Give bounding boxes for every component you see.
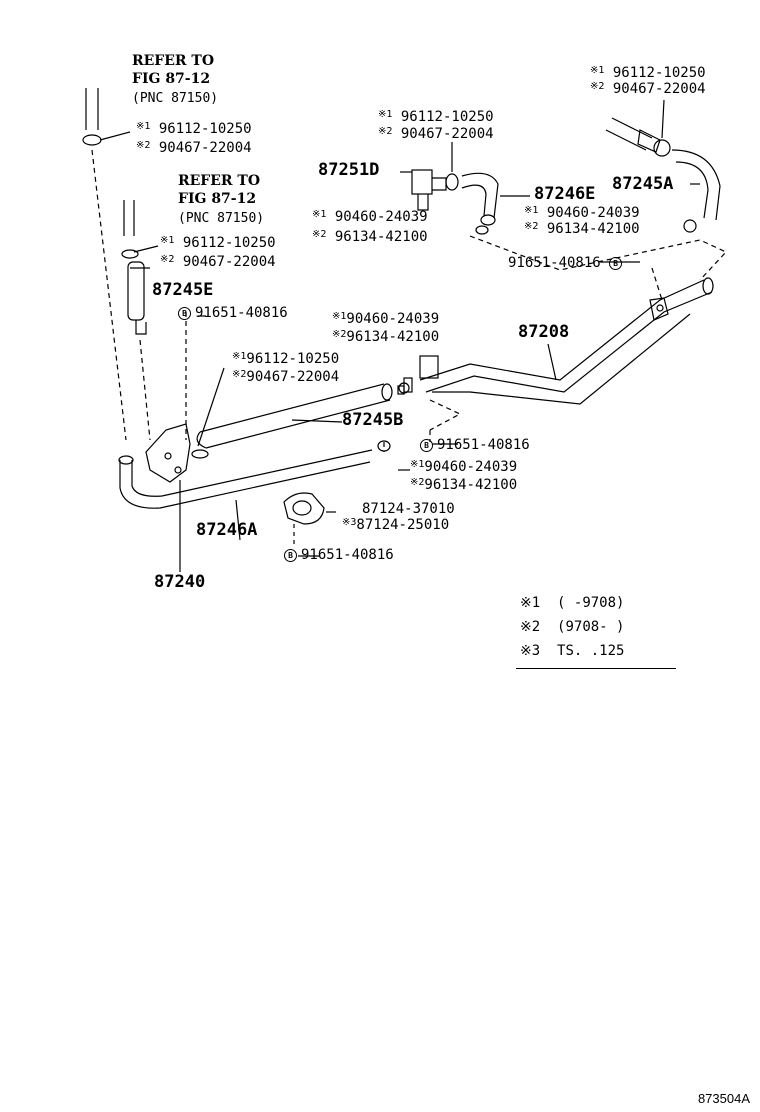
bracket-right — [649, 297, 669, 321]
hose-87245E-end — [135, 320, 147, 335]
part-87245A: 87245A — [612, 174, 674, 194]
upper-left-hose — [85, 88, 99, 130]
refer-hose-mid — [123, 200, 135, 236]
dashed-guide-right — [469, 235, 728, 281]
refer-top-line2: FIG 87-12 — [132, 71, 211, 87]
callout-7-line1: ※1 96112-10250 — [590, 65, 706, 81]
part-87245B: 87245B — [342, 410, 404, 430]
callout-10-line1: 87124-37010 — [362, 501, 455, 517]
clamp-87245A — [683, 219, 697, 233]
bracket-87240 — [145, 423, 191, 483]
clamp-87246A — [377, 440, 391, 452]
refer-top-line1: REFER TO — [132, 53, 215, 69]
bolt-2: 91651-40816 B — [508, 256, 626, 270]
upper-left-clamp — [82, 134, 102, 146]
leader-clamp-87245B — [197, 367, 225, 447]
clamp-upper-right — [653, 139, 671, 157]
callout-1-line1: ※1 96112-10250 — [136, 121, 252, 137]
callout-1-line2: ※2 90467-22004 — [136, 140, 252, 156]
note-1: ※1 ( -9708) — [520, 595, 625, 611]
figure-id: 873504A — [697, 1091, 750, 1106]
grommet-87124 — [283, 492, 325, 525]
callout-3-line1: ※1 96112-10250 — [378, 109, 494, 125]
hose-87245B — [199, 383, 391, 449]
clamp-87245B — [191, 449, 209, 459]
callout-3-line2: ※2 90467-22004 — [378, 126, 494, 142]
callout-2-line2: ※2 90467-22004 — [160, 254, 276, 270]
note-2: ※2 (9708- ) — [520, 619, 625, 635]
callout-8-line1: ※1 90460-24039 — [524, 205, 640, 221]
callout-8-line2: ※2 96134-42100 — [524, 221, 640, 237]
notes-underline — [516, 668, 676, 669]
part-87246E: 87246E — [534, 184, 596, 204]
pipe-87208-b — [425, 291, 713, 393]
part-87240: 87240 — [154, 572, 206, 592]
clamp-87208-a — [398, 382, 410, 394]
clamp-87246E — [475, 225, 489, 235]
dashed-guide-mid — [139, 339, 151, 441]
leader-87245B — [291, 419, 343, 423]
note-3: ※3 TS. .125 — [520, 643, 625, 659]
part-87208: 87208 — [518, 322, 570, 342]
refer-mid-line2: FIG 87-12 — [178, 191, 257, 207]
part-87246A: 87246A — [196, 520, 258, 540]
hose-87245E — [127, 261, 145, 321]
callout-5-line1: ※196112-10250 — [232, 351, 340, 367]
leader-87208 — [547, 343, 557, 381]
callout-6-line1: ※190460-24039 — [332, 311, 440, 327]
callout-5-line2: ※290467-22004 — [232, 369, 340, 385]
callout-9-line2: ※296134-42100 — [410, 477, 518, 493]
leader-87246A — [235, 499, 241, 541]
callout-7-line2: ※2 90467-22004 — [590, 81, 706, 97]
part-87245E: 87245E — [152, 280, 214, 300]
pipe-87208-a — [419, 279, 705, 381]
junction-block — [419, 355, 439, 379]
part-87251D: 87251D — [318, 160, 380, 180]
clamp-87251D — [445, 173, 459, 191]
refer-hose-right — [605, 117, 653, 151]
tee-87251D — [411, 169, 433, 195]
dashed-guide-left — [91, 149, 127, 441]
refer-mid-line1: REFER TO — [178, 173, 261, 189]
callout-4-line1: ※1 90460-24039 — [312, 209, 428, 225]
pipe-87246A-lower — [131, 449, 373, 497]
callout-10-line2: ※387124-25010 — [342, 517, 450, 533]
refer-top-line3: (PNC 87150) — [132, 91, 219, 106]
hose-87246E — [461, 172, 499, 219]
refer-mid-line3: (PNC 87150) — [178, 211, 265, 226]
hose-87245A — [671, 149, 721, 221]
callout-9-line1: ※190460-24039 — [410, 459, 518, 475]
clamp-mid-left — [121, 249, 139, 259]
callout-6-line2: ※296134-42100 — [332, 329, 440, 345]
pipe-87208-c — [432, 313, 691, 405]
pipe-87246A-upper — [119, 460, 371, 509]
callout-4-line2: ※2 96134-42100 — [312, 229, 428, 245]
callout-2-line1: ※1 96112-10250 — [160, 235, 276, 251]
